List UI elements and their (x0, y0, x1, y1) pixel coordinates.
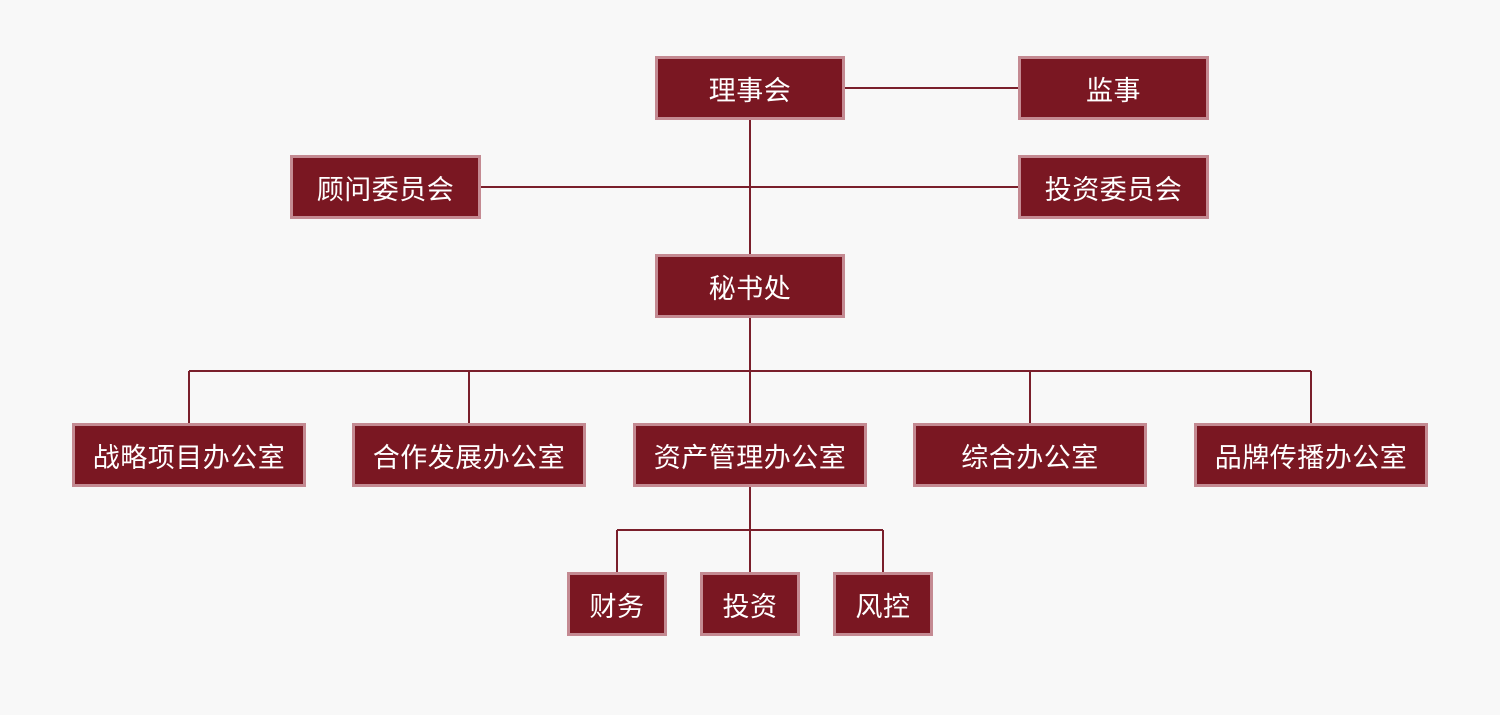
node-strategic-office: 战略项目办公室 (72, 423, 306, 487)
node-supervisor: 监事 (1018, 56, 1209, 120)
node-general-office: 综合办公室 (913, 423, 1147, 487)
node-risk-control: 风控 (833, 572, 933, 636)
node-finance: 财务 (567, 572, 667, 636)
node-advisory-committee: 顾问委员会 (290, 155, 481, 219)
node-investment-committee: 投资委员会 (1018, 155, 1209, 219)
node-board: 理事会 (655, 56, 845, 120)
node-cooperation-office: 合作发展办公室 (352, 423, 586, 487)
node-secretariat: 秘书处 (655, 254, 845, 318)
node-investment: 投资 (700, 572, 800, 636)
node-asset-office: 资产管理办公室 (633, 423, 867, 487)
node-brand-office: 品牌传播办公室 (1194, 423, 1428, 487)
